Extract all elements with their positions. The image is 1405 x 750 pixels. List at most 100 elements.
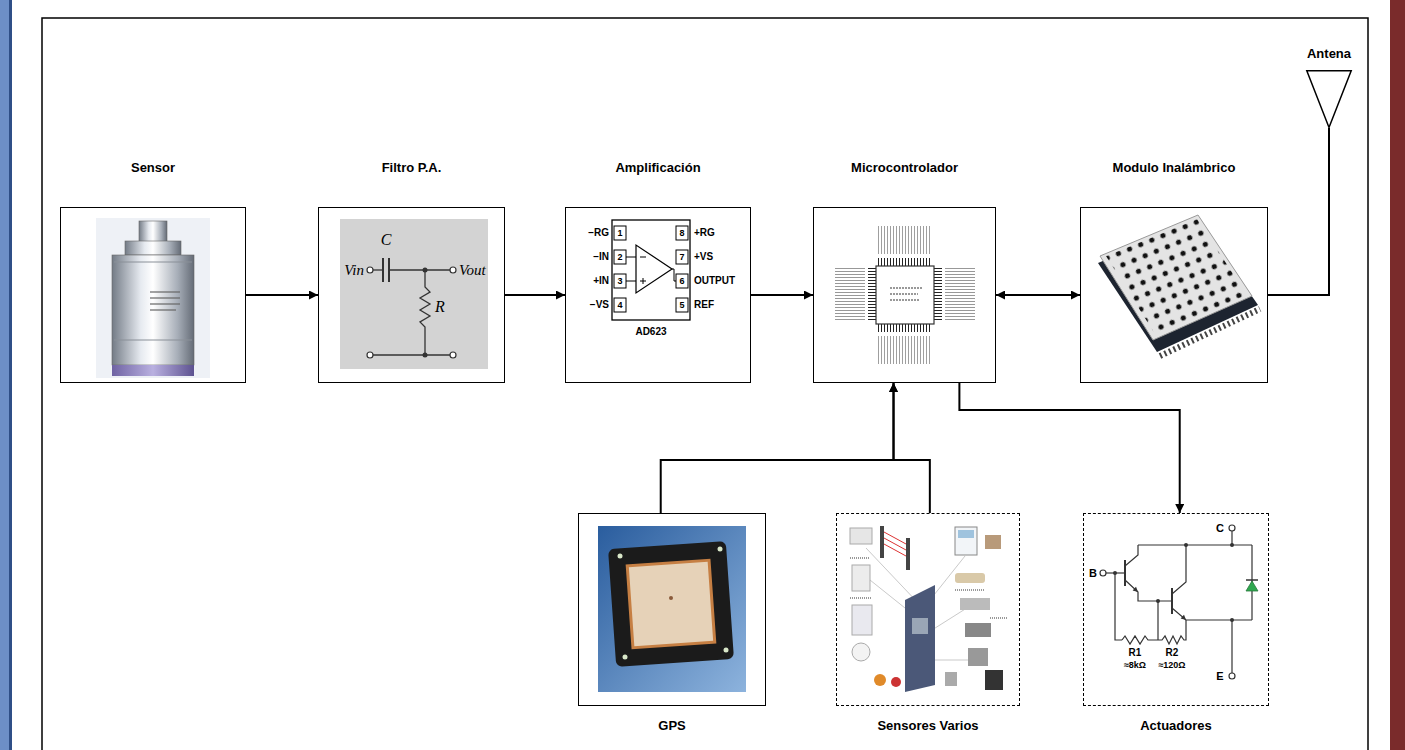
pin-name: OUTPUT xyxy=(694,276,735,286)
circuit-wire xyxy=(1231,620,1232,673)
pin-box xyxy=(676,226,688,240)
pin-number: 2 xyxy=(617,253,622,262)
beam-post xyxy=(880,526,884,558)
panel-board xyxy=(912,618,928,634)
circuit-wire xyxy=(373,269,383,270)
sensor-icon xyxy=(968,648,988,666)
sensor-photo xyxy=(96,218,210,378)
sensor-icon xyxy=(945,672,957,686)
pin-number: 6 xyxy=(679,277,684,286)
microcontroller-box: Microcontrolador xyxy=(813,207,996,383)
pin-label-marks xyxy=(835,268,865,322)
terminal xyxy=(1229,673,1235,679)
pin-label-marks xyxy=(878,336,932,364)
circuit-wire xyxy=(1115,573,1122,640)
antenna-outline xyxy=(1306,70,1352,128)
junction-dot xyxy=(1230,618,1234,622)
module-shield xyxy=(1100,215,1252,340)
gps-module xyxy=(608,541,734,667)
component-name: R1 xyxy=(1129,648,1142,658)
component-value: ≈120Ω xyxy=(1158,661,1185,670)
collage-caption-marks xyxy=(990,617,1008,619)
page-strip xyxy=(0,0,9,750)
beam-post xyxy=(906,538,910,570)
block-title: Microcontrolador xyxy=(851,161,958,176)
terminal xyxy=(450,267,456,273)
sensor-base xyxy=(112,365,194,376)
chip-pins xyxy=(934,268,942,322)
connector-arrow xyxy=(246,294,318,296)
pin-number: 8 xyxy=(679,229,684,238)
sensor-icon xyxy=(985,670,1003,690)
circuit-wire xyxy=(389,269,450,270)
pin-number: 4 xyxy=(617,301,622,310)
detector-icon xyxy=(852,643,870,661)
detector-icon xyxy=(852,605,872,635)
beam-line xyxy=(884,544,906,556)
pin-box xyxy=(614,250,626,264)
chip-body xyxy=(612,220,690,320)
gps-photo xyxy=(598,526,746,692)
resistor-symbol xyxy=(1122,636,1158,644)
signal-name: Vout xyxy=(459,263,486,278)
connector-arrow xyxy=(894,383,930,513)
collage-caption-marks xyxy=(955,589,985,591)
connector-arrow xyxy=(661,383,894,513)
siren-icon xyxy=(874,674,886,686)
sensor-box: Sensor xyxy=(60,207,246,383)
junction-dot xyxy=(423,268,428,273)
pin-name: +VS xyxy=(694,252,713,262)
connector-arrow xyxy=(1268,128,1329,295)
page-strip xyxy=(9,0,12,750)
circuit-wire xyxy=(1138,544,1252,545)
detector-icon xyxy=(850,528,872,544)
pin-name: −IN xyxy=(593,252,609,262)
pin-number: 5 xyxy=(679,301,684,310)
filter-panel xyxy=(340,219,488,369)
sensor-marking xyxy=(150,297,180,298)
sensor-icon xyxy=(965,623,991,637)
terminal xyxy=(367,352,373,358)
transistor-collector xyxy=(1172,545,1186,594)
sensor-marking xyxy=(150,291,180,292)
block-title: Modulo Inalámbrico xyxy=(1113,161,1236,176)
pin-box xyxy=(614,226,626,240)
component-value: ≈8kΩ xyxy=(1124,661,1146,670)
chip-pins xyxy=(868,268,876,322)
diagram-frame xyxy=(42,18,1368,750)
sensors-box: Sensores Varios xyxy=(836,513,1020,706)
chip-pins xyxy=(878,258,932,266)
sensor-marking xyxy=(150,309,176,310)
pin-name: −VS xyxy=(590,300,609,310)
keypad-screen xyxy=(958,530,974,538)
signal-name: Vin xyxy=(344,263,364,278)
block-title: Amplificación xyxy=(615,161,700,176)
beam-line xyxy=(884,538,906,550)
pin-name: REF xyxy=(694,300,714,310)
pin-name: −RG xyxy=(588,228,609,238)
block-title: Actuadores xyxy=(1140,719,1212,734)
connector-arrow xyxy=(996,294,1080,296)
pin-label-marks xyxy=(878,226,932,254)
terminal-name: C xyxy=(1216,523,1224,534)
sensor-icon xyxy=(955,573,985,583)
gps-box: GPS xyxy=(578,513,766,706)
block-title: Antena xyxy=(1307,47,1351,62)
terminal xyxy=(1229,525,1235,531)
junction-dot xyxy=(1230,543,1234,547)
transistor-collector xyxy=(1125,545,1138,566)
chip-name: AD623 xyxy=(635,327,666,337)
chip-pins xyxy=(878,324,932,332)
beam-line xyxy=(884,532,906,544)
pin-box xyxy=(614,274,626,288)
wireless-module-box: Modulo Inalámbrico xyxy=(1080,207,1268,383)
collage-caption-marks xyxy=(850,597,872,599)
pin-wire xyxy=(626,257,636,258)
circuit-wire xyxy=(1157,601,1158,640)
antenna-symbol xyxy=(1307,71,1351,128)
chip-marking xyxy=(890,287,922,289)
transistor-emitter xyxy=(1125,580,1172,601)
sensor-collar xyxy=(125,241,181,255)
